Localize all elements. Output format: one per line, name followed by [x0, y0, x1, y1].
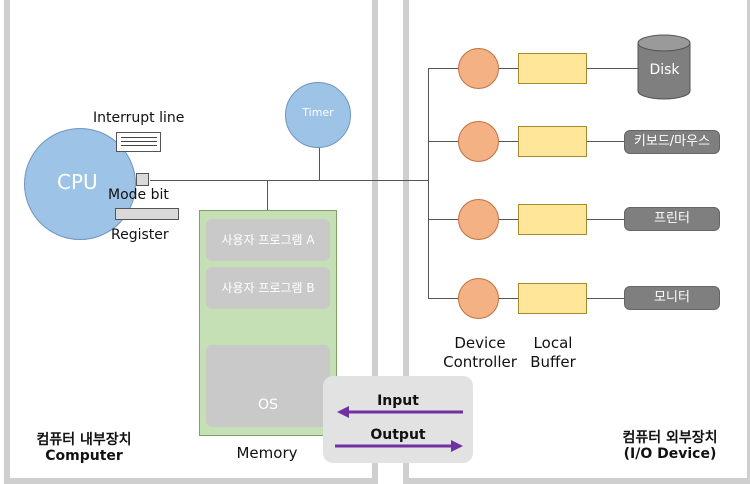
local-buffer-label-1: Local [533, 334, 573, 352]
local-buffer-4 [518, 283, 587, 314]
device-controller-1 [458, 48, 499, 89]
input-label: Input [377, 393, 419, 409]
device-bus [428, 68, 429, 299]
input-arrow-head [337, 406, 349, 418]
interrupt-line-icon [116, 132, 161, 152]
mode-bit-label: Mode bit [108, 187, 169, 203]
disk-label: Disk [649, 62, 680, 78]
io-transfer-box [323, 376, 473, 463]
memory-label: Memory [236, 444, 298, 462]
disk-icon [637, 34, 691, 100]
timer-label: Timer [302, 106, 334, 119]
device-controller-label-1: Device [454, 334, 506, 352]
io-title-en: (I/O Device) [623, 446, 717, 462]
output-arrow-head [451, 440, 463, 452]
os-block [206, 345, 330, 427]
io-arrows [335, 406, 463, 452]
device-controller-3 [458, 199, 499, 240]
device-controller-4 [458, 278, 499, 319]
local-buffer-3 [518, 204, 587, 235]
output-label: Output [370, 427, 426, 443]
bus-to-memory [267, 180, 268, 210]
register-label: Register [111, 227, 169, 243]
mode-bit-square [136, 173, 149, 186]
computer-title-ko: 컴퓨터 내부장치 [36, 432, 132, 448]
register-bar [115, 208, 179, 220]
local-buffer-1 [518, 53, 587, 84]
bus-to-timer [319, 140, 320, 180]
device-controller-2 [458, 121, 499, 162]
io-title-ko: 컴퓨터 외부장치 [622, 430, 718, 446]
user-program-a: 사용자 프로그램 A [206, 219, 330, 261]
computer-title-en: Computer [45, 448, 123, 464]
user-program-b: 사용자 프로그램 B [206, 267, 330, 309]
timer-circle [285, 82, 351, 148]
cpu-label: CPU [57, 170, 98, 194]
device-controller-label-2: Controller [443, 353, 517, 371]
interrupt-line-label: Interrupt line [93, 110, 185, 126]
keyboard-mouse-box: 키보드/마우스 [624, 130, 720, 154]
os-label: OS [258, 397, 278, 413]
local-buffer-label-2: Buffer [530, 353, 576, 371]
monitor-box: 모니터 [624, 286, 720, 310]
system-bus [150, 180, 428, 181]
local-buffer-2 [518, 126, 587, 157]
printer-box: 프린터 [624, 207, 720, 231]
